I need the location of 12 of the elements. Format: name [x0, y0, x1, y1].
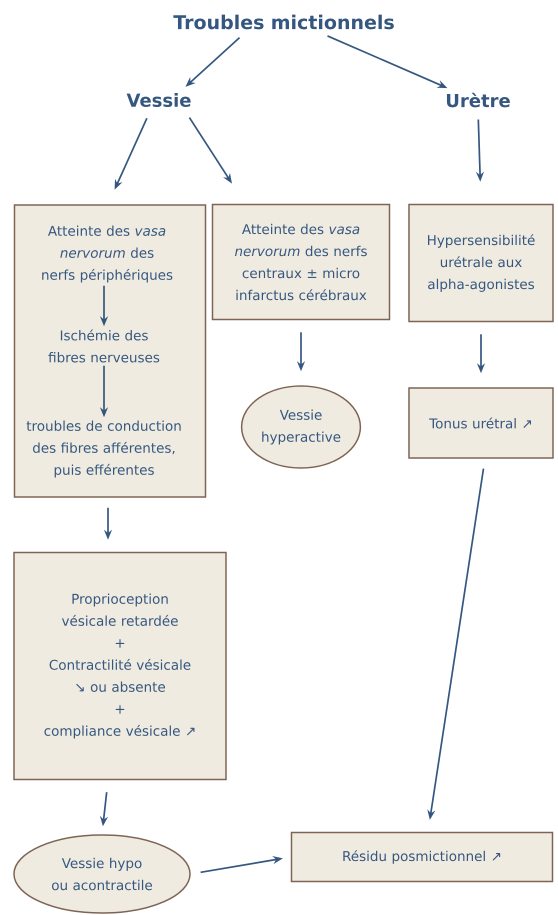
title: Troubles mictionnels — [173, 14, 394, 30]
step-text: troubles de conduction des fibres afférentes, puis efférentes — [26, 420, 181, 478]
process-box: Résidu posmictionnel ↗ — [290, 832, 554, 882]
process-box: Atteinte des vasa nervorum des nerfs centraux ± micro infarctus cérébraux — [212, 204, 390, 320]
heading: Urètre — [446, 92, 510, 108]
process-box: Proprioception vésicale retardée + Contractilité vésicale ↘ ou absente + compliance vésicale ↗ — [13, 552, 227, 780]
process-box: Hypersensibilité urétrale aux alpha-agonistes — [408, 204, 554, 322]
process-box — [14, 204, 206, 498]
step-text: Atteinte des vasa nervorum des nerfs périphériques — [42, 225, 172, 283]
process-box: Tonus urétral ↗ — [408, 387, 554, 459]
heading: Vessie — [126, 93, 191, 107]
step-text: Ischémie des fibres nerveuses — [48, 330, 160, 362]
